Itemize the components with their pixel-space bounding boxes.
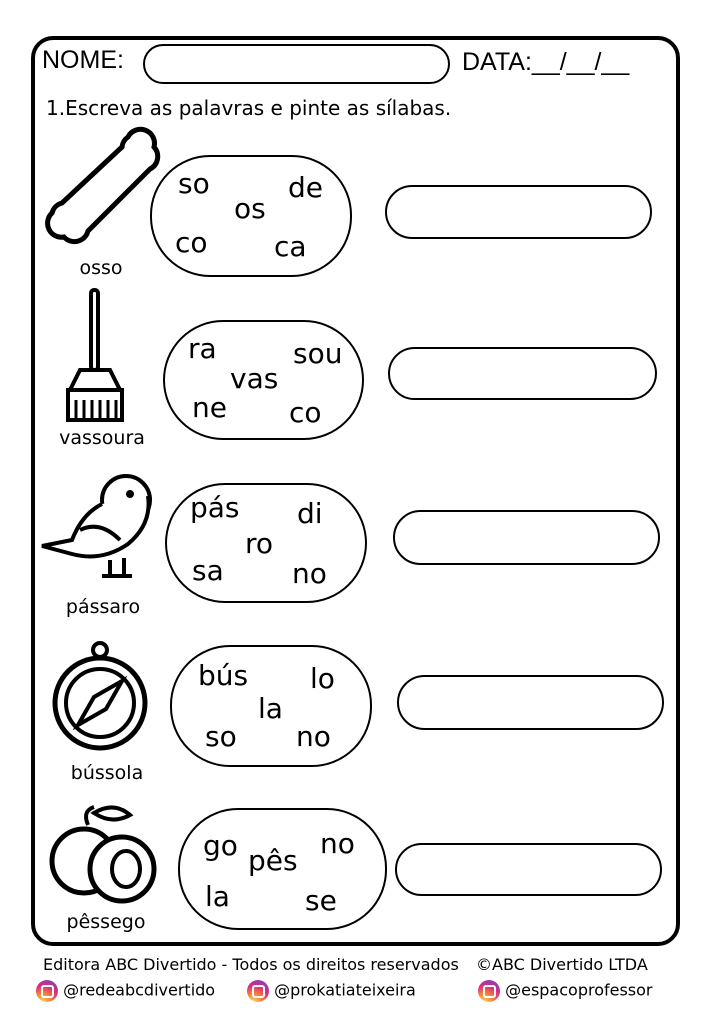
handle-text: @redeabcdivertido xyxy=(63,980,216,1000)
syllable-oval xyxy=(163,320,364,440)
syllable[interactable]: co xyxy=(289,396,322,429)
date-label: DATA:__/__/__ xyxy=(462,48,630,76)
syllable[interactable]: sa xyxy=(192,554,224,587)
instagram-icon xyxy=(36,980,58,1002)
syllable-oval xyxy=(170,645,372,767)
syllable[interactable]: ra xyxy=(188,332,217,365)
syllable[interactable]: di xyxy=(297,497,323,530)
syllable[interactable]: so xyxy=(178,167,210,200)
syllable[interactable]: co xyxy=(175,226,208,259)
instagram-icon xyxy=(247,980,269,1002)
syllable[interactable]: lo xyxy=(310,662,335,695)
syllable[interactable]: sou xyxy=(293,337,343,370)
word-label: pássaro xyxy=(65,596,141,618)
answer-field[interactable] xyxy=(395,843,662,896)
bird-icon xyxy=(41,474,152,578)
syllable[interactable]: la xyxy=(205,880,230,913)
instagram-handle[interactable]: @prokatiateixeira xyxy=(247,980,416,1002)
answer-field[interactable] xyxy=(397,675,664,730)
footer-copyright: ©ABC Divertido LTDA xyxy=(476,955,648,974)
syllable[interactable]: ne xyxy=(192,391,227,424)
word-label: bússola xyxy=(70,762,144,784)
name-field[interactable] xyxy=(143,44,450,84)
syllable[interactable]: go xyxy=(203,829,238,862)
syllable[interactable]: so xyxy=(205,720,237,753)
syllable-oval xyxy=(178,808,387,930)
word-label: vassoura xyxy=(59,427,145,449)
handle-text: @prokatiateixeira xyxy=(274,980,416,1000)
bone-icon xyxy=(45,126,161,245)
syllable[interactable]: se xyxy=(305,884,337,917)
syllable-oval xyxy=(150,155,352,277)
name-label: NOME: xyxy=(42,46,124,74)
instruction: 1.Escreva as palavras e pinte as sílabas… xyxy=(46,96,452,120)
worksheet-frame xyxy=(31,36,680,946)
syllable[interactable]: pás xyxy=(190,491,240,524)
syllable[interactable]: ro xyxy=(245,527,274,560)
instagram-handle[interactable]: @espacoprofessor xyxy=(478,980,653,1002)
syllable[interactable]: ca xyxy=(274,230,307,263)
syllable[interactable]: os xyxy=(234,192,266,225)
word-label: pêssego xyxy=(66,911,146,933)
answer-field[interactable] xyxy=(393,510,660,565)
syllable[interactable]: no xyxy=(296,720,331,753)
syllable[interactable]: bús xyxy=(198,659,249,692)
syllable[interactable]: de xyxy=(288,171,323,204)
syllable[interactable]: la xyxy=(258,692,283,725)
syllable[interactable]: pês xyxy=(248,844,298,877)
word-label: osso xyxy=(79,257,123,279)
handle-text: @espacoprofessor xyxy=(505,980,653,1000)
instagram-handle[interactable]: @redeabcdivertido xyxy=(36,980,215,1002)
answer-field[interactable] xyxy=(385,185,652,239)
footer-credits: Editora ABC Divertido - Todos os direito… xyxy=(43,955,459,974)
instagram-icon xyxy=(478,980,500,1002)
peach-icon xyxy=(49,805,157,904)
syllable-oval xyxy=(165,483,367,603)
syllable[interactable]: no xyxy=(320,827,355,860)
broom-icon xyxy=(66,288,124,422)
syllable[interactable]: no xyxy=(292,557,327,590)
compass-icon xyxy=(52,641,148,751)
answer-field[interactable] xyxy=(388,347,657,400)
syllable[interactable]: vas xyxy=(230,362,279,395)
